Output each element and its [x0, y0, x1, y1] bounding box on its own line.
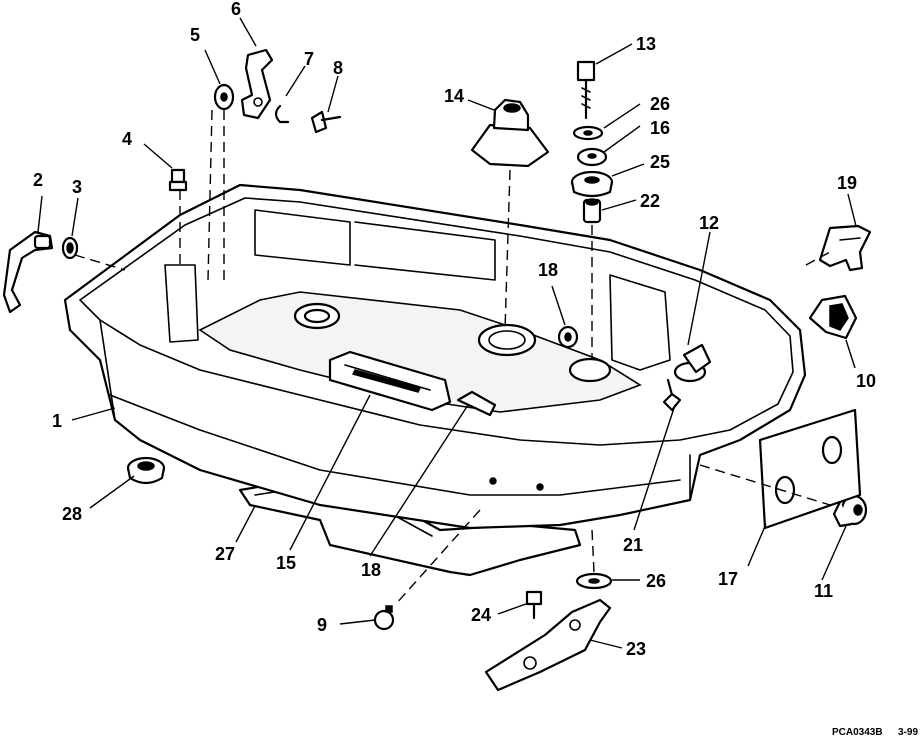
- callout-18-upper: 18: [538, 260, 559, 280]
- callout-5: 5: [190, 25, 201, 45]
- washer-3: [61, 236, 79, 260]
- callout-9: 9: [317, 615, 328, 635]
- drawing-id: PCA0343B: [832, 727, 883, 738]
- callout-3: 3: [72, 177, 83, 197]
- leader-lines: [37, 17, 857, 649]
- callout-13: 13: [636, 34, 657, 54]
- screw-13: [576, 60, 596, 120]
- clip-18-lower: [456, 390, 497, 417]
- callout-22: 22: [640, 191, 661, 211]
- callout-17: 17: [718, 569, 739, 589]
- washer-26-lower: [575, 572, 613, 590]
- plate-17: [758, 408, 862, 530]
- latch-hook-6: [240, 48, 274, 120]
- callout-2: 2: [33, 170, 44, 190]
- washer-5: [213, 83, 235, 111]
- bolt-24: [525, 590, 543, 620]
- assembly-lines: [74, 109, 831, 606]
- callout-28: 28: [62, 504, 83, 524]
- callout-8: 8: [333, 58, 344, 78]
- lower-motor-cover-1: [63, 183, 807, 530]
- callout-7: 7: [304, 49, 315, 69]
- bracket-23: [484, 598, 612, 692]
- strainer-15: [328, 350, 452, 412]
- callout-15: 15: [276, 553, 297, 573]
- washer-16: [576, 147, 608, 167]
- callout-16: 16: [650, 118, 671, 138]
- guide-12: [682, 343, 712, 374]
- callout-11: 11: [814, 581, 834, 601]
- date-code: 3-99: [898, 727, 919, 738]
- grommet-28: [126, 456, 166, 485]
- callout-10: 10: [856, 371, 877, 391]
- callout-25: 25: [650, 152, 671, 172]
- callout-14: 14: [444, 86, 465, 106]
- callout-18-lower: 18: [361, 560, 382, 580]
- callout-6: 6: [231, 0, 242, 19]
- grommet-14: [470, 98, 550, 168]
- grommet-18-upper: [557, 325, 579, 349]
- callout-27: 27: [215, 544, 236, 564]
- grommet-11: [832, 494, 868, 528]
- spacer-22: [582, 198, 602, 224]
- callout-4: 4: [122, 129, 133, 149]
- grommet-25: [570, 170, 614, 198]
- callout-21: 21: [623, 535, 644, 555]
- callout-26-lower: 26: [646, 571, 667, 591]
- washer-26-upper: [572, 125, 604, 141]
- fitting-19: [818, 224, 872, 272]
- callout-1: 1: [52, 411, 63, 431]
- callout-19: 19: [837, 173, 858, 193]
- bracket-10: [808, 294, 858, 340]
- bolt-8: [310, 110, 342, 134]
- callout-23: 23: [626, 639, 647, 659]
- callout-12: 12: [699, 213, 720, 233]
- plug-9: [373, 605, 395, 631]
- fitting-4: [168, 168, 188, 192]
- bolt-21: [662, 378, 682, 412]
- callout-24: 24: [471, 605, 492, 625]
- callout-26-upper: 26: [650, 94, 671, 114]
- clip-7: [274, 104, 290, 124]
- lever-2: [2, 230, 54, 314]
